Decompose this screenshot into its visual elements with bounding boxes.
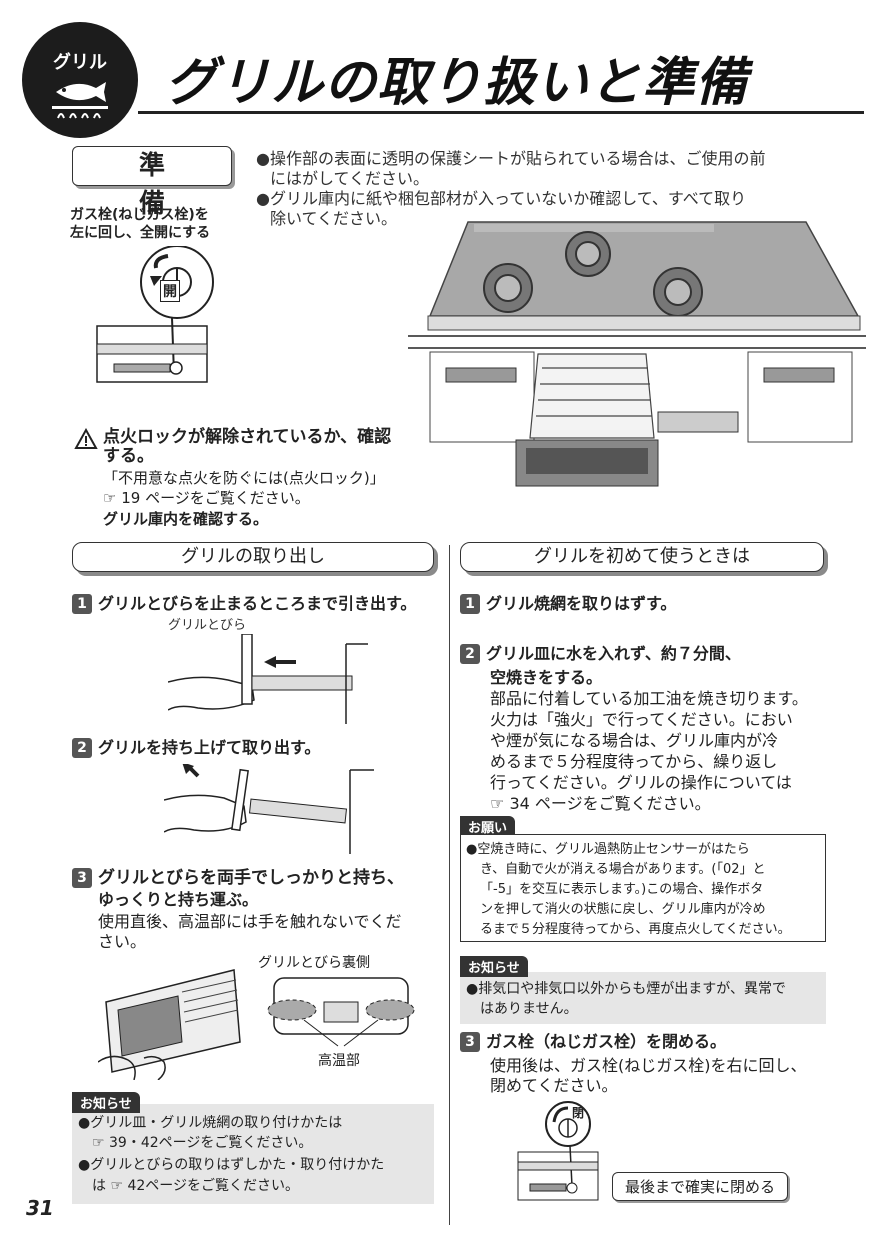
callout-close-fully: 最後まで確実に閉める xyxy=(612,1172,789,1201)
warn-line-5: グリル庫内を確認する。 xyxy=(103,510,269,528)
step-number: 3 xyxy=(460,1032,480,1052)
right-notice-1: ●排気口や排気口以外からも煙が出ますが、異常で xyxy=(466,981,786,997)
body-line: や煙が気になる場合は、グリル庫内が冷 xyxy=(490,731,779,750)
column-divider xyxy=(449,545,450,1225)
body-line: めるまで５分程度待ってから、繰り返し xyxy=(490,752,778,771)
gas-caption-2: 左に回し、全開にする xyxy=(70,225,211,241)
left-step-3-cont: ゆっくりと持ち運ぶ。 xyxy=(98,890,259,909)
fish-icon xyxy=(52,82,108,119)
step-number: 2 xyxy=(460,644,480,664)
grill-door-label: グリルとびら xyxy=(168,618,247,633)
page-ref-icon: ☞ xyxy=(106,1178,128,1194)
right-notice-tag: お知らせ xyxy=(460,956,528,977)
onegai-line: ンを押して消火の状態に戻し、グリル庫内が冷め xyxy=(480,902,766,917)
gas-valve-close-illustration xyxy=(517,1101,599,1201)
prep-label-box: 準 備 xyxy=(72,146,232,219)
left-notice-1b: ☞ 39・42ページをご覧ください。 xyxy=(92,1135,313,1151)
onegai-text: ●空焼き時に、グリル過熱防止センサーがはたら き、自動で火が消える場合があります… xyxy=(466,840,824,940)
warn-line-1: 点火ロックが解除されているか、確認 xyxy=(103,427,392,447)
warning-icon xyxy=(74,428,98,449)
step-number: 1 xyxy=(72,594,92,614)
left-step-3-body-1: 使用直後、高温部には手を触れないでくだ xyxy=(98,912,402,931)
right-step-3-body-1: 使用後は、ガス栓(ねじガス栓)を右に回し、 xyxy=(490,1056,807,1075)
onegai-line: るまで５分程度待ってから、再度点火してください。 xyxy=(480,922,791,937)
prep-bullet-1-cont: にはがしてください。 xyxy=(270,169,430,188)
onegai-line: き、自動で火が消える場合があります。(「02」と xyxy=(480,862,766,877)
onegai-line: 「-5」を交互に表示します。)この場合、操作ボタ xyxy=(480,882,764,897)
body-line: 行ってください。グリルの操作については xyxy=(490,773,792,792)
grill-badge: グリル xyxy=(22,22,138,138)
door-back-illustration xyxy=(267,977,415,1047)
warn-line-2: する。 xyxy=(103,446,154,466)
page-number: 31 xyxy=(26,1196,54,1220)
left-step-3-body-2: さい。 xyxy=(98,932,147,951)
left-notice-box xyxy=(72,1104,434,1204)
grill-door-back-label: グリルとびら裏側 xyxy=(258,955,370,971)
left-notice-2b: は ☞ 42ページをご覧ください。 xyxy=(92,1178,299,1194)
left-notice-tag: お知らせ xyxy=(72,1092,140,1113)
section-grill-removal: グリルの取り出し xyxy=(72,542,434,572)
left-notice-2a: ●グリルとびらの取りはずしかた・取り付けかた xyxy=(78,1157,385,1173)
open-label: 開 xyxy=(160,280,180,302)
page-ref-icon: ☞ xyxy=(490,794,510,813)
page-ref-icon: ☞ xyxy=(103,489,122,507)
right-step-2-body: 部品に付着している加工油を焼き切ります。 火力は「強火」で行ってください。におい… xyxy=(490,688,830,814)
hot-part-label: 高温部 xyxy=(318,1053,360,1069)
onegai-tag: お願い xyxy=(460,816,516,837)
close-label: 閉 xyxy=(572,1106,585,1120)
right-notice-box xyxy=(460,972,826,1024)
body-line: 部品に付着している加工油を焼き切ります。 xyxy=(490,689,808,708)
cooktop-illustration xyxy=(408,221,866,487)
warn-line-3: 「不用意な点火を防ぐには(点火ロック)」 xyxy=(103,469,385,487)
left-notice-1a: ●グリル皿・グリル焼網の取り付けかたは xyxy=(78,1115,343,1131)
right-step-3-body-2: 閉めてください。 xyxy=(490,1076,618,1095)
lift-grill-illustration xyxy=(164,764,374,854)
page-ref-icon: ☞ xyxy=(92,1135,110,1151)
gas-caption-1: ガス栓(ねじガス栓)を xyxy=(70,207,209,223)
prep-bullet-1: ●操作部の表面に透明の保護シートが貼られている場合は、ご使用の前 xyxy=(256,149,766,168)
grill-badge-label: グリル xyxy=(53,52,107,73)
page-title: グリルの取り扱いと準備 xyxy=(165,53,749,113)
onegai-box xyxy=(460,834,826,942)
onegai-line: ●空焼き時に、グリル過熱防止センサーがはたら xyxy=(466,842,750,857)
prep-bullet-2: ●グリル庫内に紙や梱包部材が入っていないか確認して、すべて取り xyxy=(256,189,747,208)
body-line: ☞ 34 ページをご覧ください。 xyxy=(490,794,711,813)
header-rule xyxy=(138,111,864,114)
warn-line-4: ☞ 19 ページをご覧ください。 xyxy=(103,489,310,507)
body-line: 火力は「強火」で行ってください。におい xyxy=(490,710,793,729)
step-number: 3 xyxy=(72,868,92,888)
gas-valve-open-illustration xyxy=(96,246,214,383)
carry-grill-illustration xyxy=(98,969,241,1080)
right-notice-2: はありません。 xyxy=(480,1001,578,1017)
pull-door-illustration xyxy=(168,634,368,724)
right-step-2-cont: 空焼きをする。 xyxy=(490,668,603,687)
prep-bullet-2-cont: 除いてください。 xyxy=(270,209,398,228)
section-first-use: グリルを初めて使うときは xyxy=(460,542,824,572)
step-number: 2 xyxy=(72,738,92,758)
step-number: 1 xyxy=(460,594,480,614)
